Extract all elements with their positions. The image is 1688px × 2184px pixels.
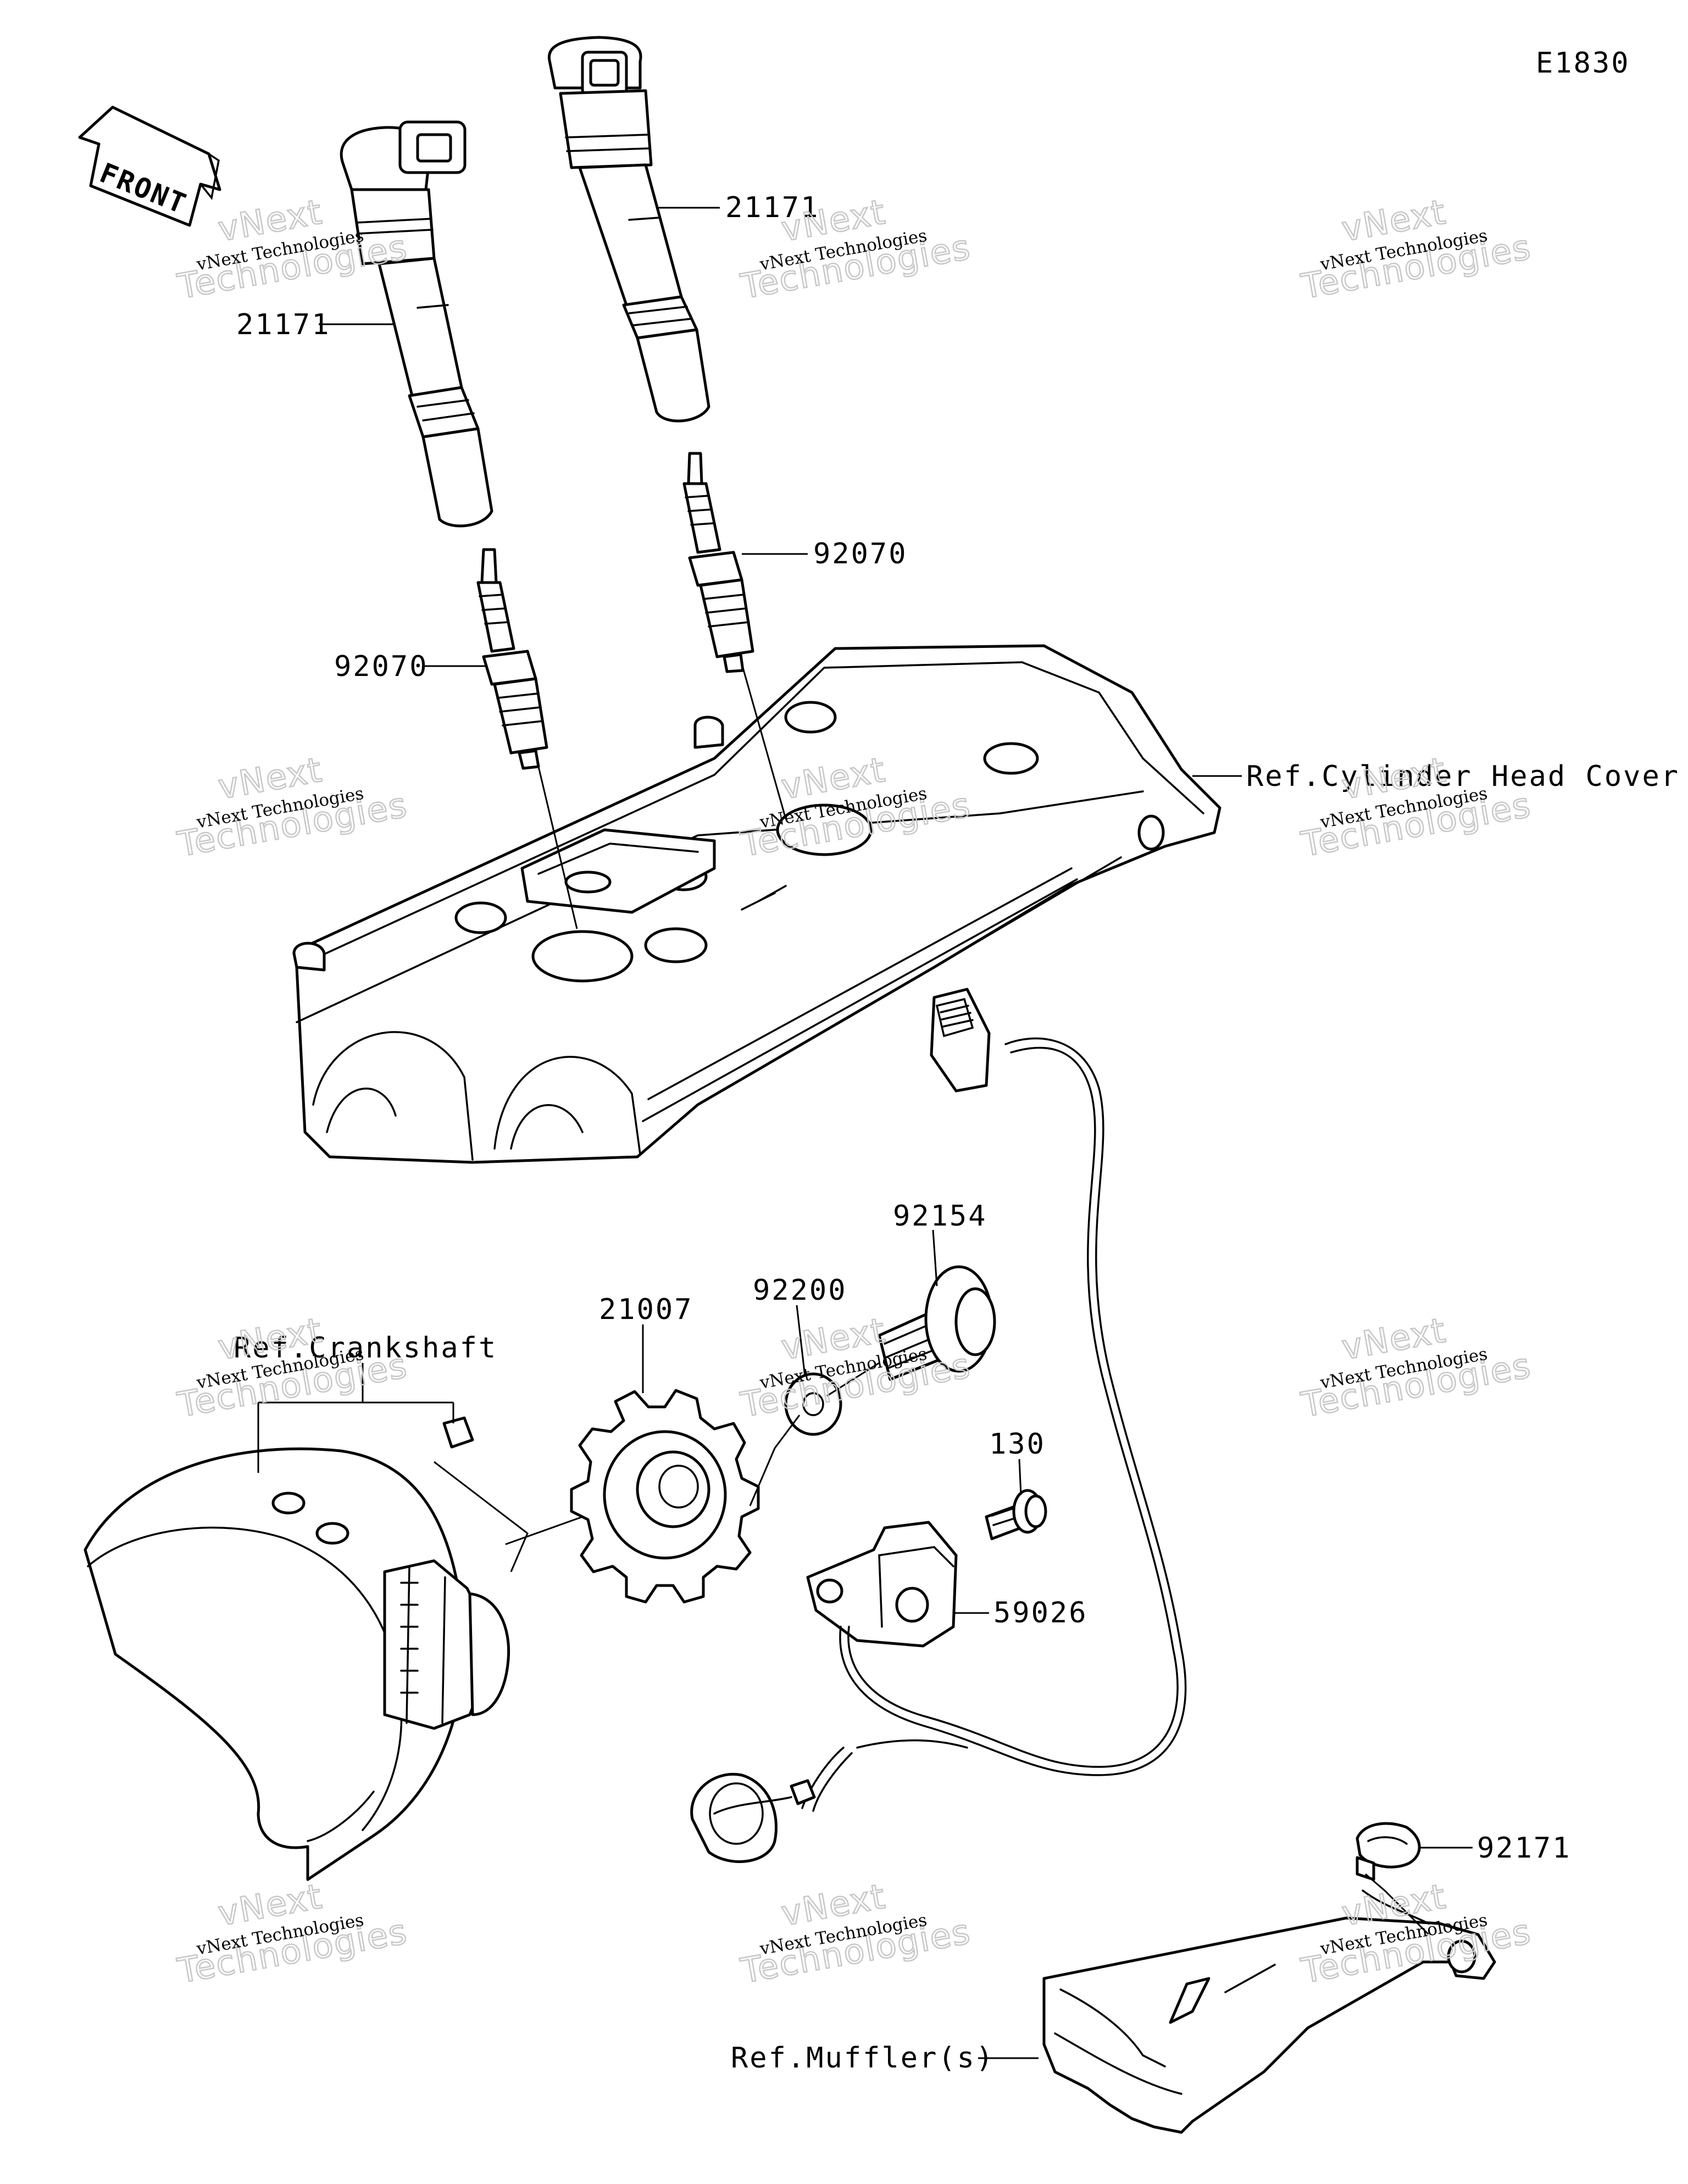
front-arrow-icon: FRONT <box>78 106 221 227</box>
clamp <box>1356 1822 1421 1881</box>
ignition-coil-left <box>340 120 493 528</box>
leader-lines <box>257 207 1473 2059</box>
label-sensor: 59026 <box>993 1597 1088 1629</box>
label-muffler: Ref.Muffler(s) <box>731 2042 995 2075</box>
label-crankshaft: Ref.Crankshaft <box>234 1332 497 1365</box>
watermark-11: vNext Technologies vNext Technologies <box>737 1875 974 1992</box>
label-coil-left: 21171 <box>236 308 331 341</box>
label-washer: 92200 <box>753 1274 847 1307</box>
timing-rotor <box>570 1389 760 1604</box>
label-bolt-rotor: 92154 <box>893 1200 987 1233</box>
watermark-10: vNext Technologies vNext Technologies <box>174 1875 411 1992</box>
spark-plug-left <box>476 548 548 770</box>
label-clamp: 92171 <box>1477 1832 1572 1865</box>
watermark-7: vNext Technologies vNext Technologies <box>174 1309 411 1426</box>
crankshaft-sensor <box>690 988 1187 1863</box>
crankshaft-assembly <box>84 1416 510 1881</box>
watermark-3: vNext Technologies vNext Technologies <box>1297 191 1535 307</box>
watermark-4: vNext Technologies vNext Technologies <box>174 749 411 865</box>
label-bolt-sensor: 130 <box>989 1428 1046 1461</box>
label-coil-right: 21171 <box>725 191 820 224</box>
cylinder-head-cover <box>292 644 1221 1164</box>
label-plug-right: 92070 <box>813 537 908 570</box>
label-rotor: 21007 <box>599 1293 693 1326</box>
sensor-bolt <box>985 1489 1047 1540</box>
washer <box>784 1372 842 1436</box>
watermark-9: vNext Technologies vNext Technologies <box>1297 1309 1535 1426</box>
ignition-coil-right <box>547 36 710 423</box>
watermark-6: vNext Technologies vNext Technologies <box>1297 749 1535 865</box>
rotor-bolt <box>878 1265 996 1381</box>
label-cylinder-head-cover: Ref.Cylinder Head Cover <box>1246 760 1680 793</box>
label-plug-left: 92070 <box>334 650 429 683</box>
spark-plug-right <box>682 452 754 673</box>
muffler-bracket <box>1042 1889 1496 2134</box>
diagram-code: E1830 <box>1536 47 1630 80</box>
